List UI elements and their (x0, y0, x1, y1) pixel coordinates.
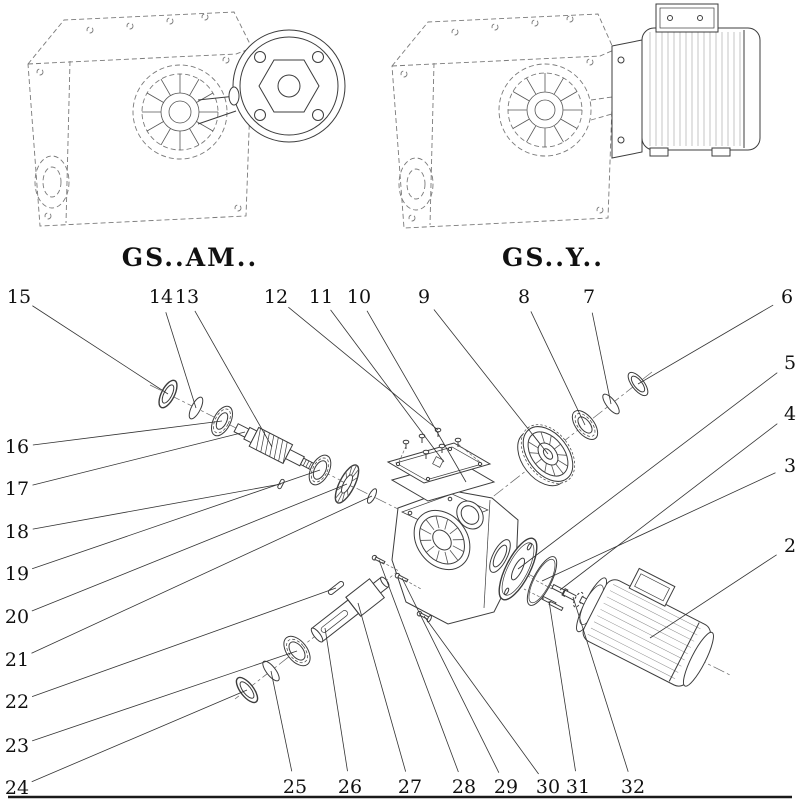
callout-label-20: 20 (5, 606, 29, 628)
gearbox-housing-outline-right (391, 13, 615, 229)
part-output-shaft (310, 576, 390, 643)
callout-leader-32 (572, 596, 629, 772)
callout-leader-4 (559, 423, 778, 591)
callout-label-11: 11 (309, 286, 333, 308)
callout-leader-15 (32, 305, 169, 395)
callout-leader-22 (31, 587, 337, 697)
housing-input-bore (489, 539, 511, 573)
callout-leader-17 (32, 431, 246, 486)
callout-label-13: 13 (175, 286, 199, 308)
motor-cooling-fins (649, 32, 741, 146)
callout-leader-13 (194, 310, 273, 448)
callout-leader-8 (530, 311, 586, 426)
callout-leader-9 (433, 309, 549, 455)
callout-leader-3 (541, 472, 776, 582)
callout-leader-21 (31, 495, 373, 654)
input-gear-hatch-left (142, 74, 218, 150)
callout-label-27: 27 (398, 776, 422, 798)
callout-leader-28 (378, 559, 459, 773)
callout-label-10: 10 (347, 286, 371, 308)
callout-label-31: 31 (566, 776, 590, 798)
callout-leader-20 (31, 483, 348, 612)
callout-label-7: 7 (583, 286, 595, 308)
callout-leader-30 (423, 615, 539, 775)
callout-label-21: 21 (5, 649, 29, 671)
callout-leader-27 (357, 602, 407, 772)
callout-label-2: 2 (784, 535, 796, 557)
callout-label-5: 5 (784, 352, 796, 374)
figure-label-gs-y: GS..Y.. (502, 243, 604, 272)
callout-label-9: 9 (418, 286, 430, 308)
callout-label-24: 24 (5, 777, 29, 799)
assembled-view-gearbox-motor (391, 3, 761, 229)
callout-leader-23 (32, 650, 298, 742)
callout-label-32: 32 (621, 776, 645, 798)
part-motor-pinion (562, 589, 584, 608)
callout-label-4: 4 (784, 403, 796, 425)
callout-leader-25 (270, 670, 293, 772)
part-cover-screws (398, 427, 481, 463)
callout-label-23: 23 (5, 735, 29, 757)
motor-fins-exploded (587, 584, 701, 679)
callout-leader-16 (32, 420, 223, 446)
callout-label-6: 6 (781, 286, 793, 308)
callout-label-25: 25 (283, 776, 307, 798)
callout-label-26: 26 (338, 776, 362, 798)
callout-label-8: 8 (518, 286, 530, 308)
callout-label-16: 16 (5, 436, 29, 458)
callout-label-19: 19 (5, 563, 29, 585)
part-worm-shaft (233, 423, 316, 471)
callout-leader-7 (591, 312, 612, 405)
callout-label-29: 29 (494, 776, 518, 798)
housing-output-bore (403, 499, 482, 580)
callout-label-17: 17 (5, 478, 29, 500)
callout-label-12: 12 (264, 286, 288, 308)
part-housing-screw-29 (394, 572, 422, 590)
callout-leader-11 (330, 309, 445, 463)
callout-leader-19 (32, 469, 321, 570)
callout-leader-2 (649, 554, 777, 639)
assembled-view-gearbox-flange (27, 11, 346, 227)
callout-label-30: 30 (536, 776, 560, 798)
callout-leader-10 (366, 310, 467, 483)
electric-motor-assembled (611, 3, 761, 159)
callout-leader-14 (165, 312, 197, 409)
callout-label-3: 3 (784, 455, 796, 477)
callout-leader-29 (401, 577, 500, 773)
callout-leader-12 (288, 306, 439, 431)
exploded-view (149, 371, 731, 704)
callout-leader-6 (637, 304, 774, 385)
callout-leader-26 (324, 627, 348, 772)
callout-leader-31 (548, 600, 576, 772)
figure-label-gs-am: GS..AM.. (122, 243, 258, 272)
output-flange-left (197, 29, 346, 143)
callout-leader-18 (32, 483, 282, 530)
part-top-cover (386, 442, 492, 484)
callout-leader-5 (517, 372, 778, 570)
part-gear-housing (391, 489, 519, 625)
callout-label-28: 28 (452, 776, 476, 798)
callout-label-15: 15 (7, 286, 31, 308)
callout-label-18: 18 (5, 521, 29, 543)
part-worm-wheel-gear (506, 414, 585, 496)
callout-label-22: 22 (5, 691, 29, 713)
input-gear-hatch-right (508, 73, 582, 147)
callout-label-14: 14 (149, 286, 173, 308)
gearbox-housing-outline-left (27, 11, 253, 227)
part-electric-motor (576, 567, 714, 687)
callout-leader-24 (31, 689, 248, 783)
